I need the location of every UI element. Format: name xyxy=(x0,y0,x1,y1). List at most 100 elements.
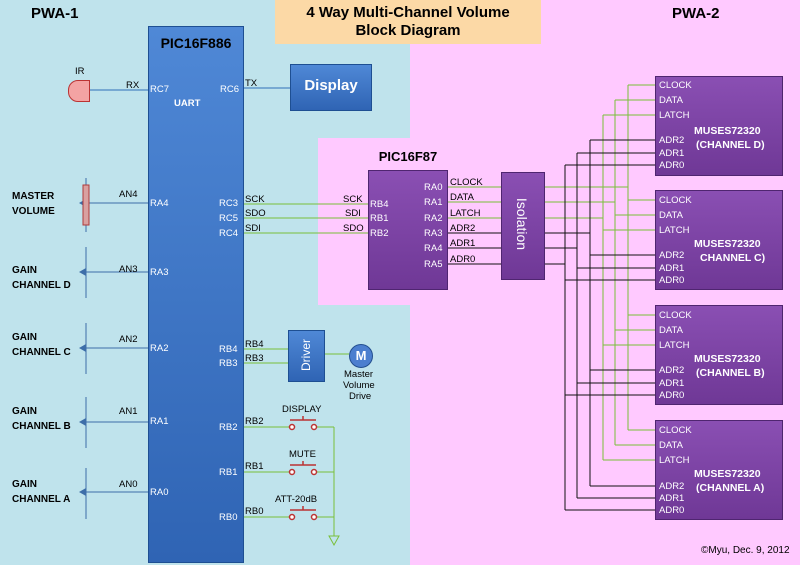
tx-label: TX xyxy=(245,78,258,89)
pwa1-label: PWA-1 xyxy=(31,5,79,22)
pic16f87-title: PIC16F87 xyxy=(378,149,438,164)
rb4-out-label: RB4 xyxy=(245,339,264,350)
sck-out-label: SCK xyxy=(245,194,265,205)
ra5-pin2: RA5 xyxy=(424,259,443,270)
muses-block-b xyxy=(655,305,783,405)
ir-label: IR xyxy=(75,66,85,77)
gain-c-label-line2: CHANNEL C xyxy=(12,347,71,358)
muses-a-adr2-pin: ADR2 xyxy=(659,481,685,492)
muses-b-adr2-pin: ADR2 xyxy=(659,365,685,376)
motor-label-line3: Drive xyxy=(349,391,372,402)
ra4-pin: RA4 xyxy=(150,198,169,209)
muses-a-data-pin: DATA xyxy=(659,440,683,451)
muses-c-data-pin: DATA xyxy=(659,210,683,221)
clock-signal-label: CLOCK xyxy=(450,177,483,188)
muses-c-clock-pin: CLOCK xyxy=(659,195,692,206)
driver-label: Driver xyxy=(299,339,313,371)
muses-b-name: MUSES72320 xyxy=(694,353,761,365)
master-volume-label-line1: MASTER xyxy=(12,191,55,202)
gain-b-label-line1: GAIN xyxy=(12,406,37,417)
gain-b-label-line2: CHANNEL B xyxy=(12,421,71,432)
muses-d-adr2-pin: ADR2 xyxy=(659,135,685,146)
muses-b-clock-pin: CLOCK xyxy=(659,310,692,321)
pic16f87-block xyxy=(368,170,448,290)
sdo-out2-label: SDO xyxy=(343,223,364,234)
rb1-pin2: RB1 xyxy=(370,213,389,224)
display-switch-label: DISPLAY xyxy=(282,404,322,415)
rb2-out-label: RB2 xyxy=(245,416,264,427)
pwa2-label: PWA-2 xyxy=(672,5,720,22)
muses-a-clock-pin: CLOCK xyxy=(659,425,692,436)
muses-d-data-pin: DATA xyxy=(659,95,683,106)
an1-label: AN1 xyxy=(119,406,138,417)
sdi-in-label: SDI xyxy=(245,223,261,234)
muses-block-d xyxy=(655,76,783,176)
ra3-pin2: RA3 xyxy=(424,228,443,239)
muses-b-latch-pin: LATCH xyxy=(659,340,690,351)
pic16f886-block xyxy=(148,26,244,563)
ra0-pin2: RA0 xyxy=(424,182,443,193)
muses-a-adr1-pin: ADR1 xyxy=(659,493,685,504)
sdo-out-label: SDO xyxy=(245,208,266,219)
ra1-pin2: RA1 xyxy=(424,197,443,208)
adr0-signal-label: ADR0 xyxy=(450,254,476,265)
rb3-pin: RB3 xyxy=(219,358,238,369)
muses-a-channel: (CHANNEL A) xyxy=(696,482,765,494)
motor-label-line1: Master xyxy=(344,369,374,380)
muses-c-name: MUSES72320 xyxy=(694,238,761,250)
muses-block-c xyxy=(655,190,783,290)
adr2-signal-label: ADR2 xyxy=(450,223,476,234)
rb2-pin2: RB2 xyxy=(370,228,389,239)
rc5-pin: RC5 xyxy=(219,213,239,224)
muses-d-name: MUSES72320 xyxy=(694,125,761,137)
rb2-pin: RB2 xyxy=(219,422,238,433)
driver-block xyxy=(288,330,325,382)
rb4-pin: RB4 xyxy=(219,344,238,355)
latch-signal-label: LATCH xyxy=(450,208,481,219)
rc4-pin: RC4 xyxy=(219,228,239,239)
muses-a-latch-pin: LATCH xyxy=(659,455,690,466)
ra3-pin: RA3 xyxy=(150,267,169,278)
muses-d-latch-pin: LATCH xyxy=(659,110,690,121)
rb1-pin: RB1 xyxy=(219,467,238,478)
diagram-title-line2: Block Diagram xyxy=(355,22,461,39)
muses-d-adr0-pin: ADR0 xyxy=(659,160,685,171)
muses-d-channel: (CHANNEL D) xyxy=(696,139,765,151)
att-switch-label: ATT-20dB xyxy=(275,494,318,505)
an0-label: AN0 xyxy=(119,479,138,490)
gain-d-label-line2: CHANNEL D xyxy=(12,280,71,291)
ra0-pin: RA0 xyxy=(150,487,169,498)
isolation-block xyxy=(501,172,545,280)
muses-b-channel: (CHANNEL B) xyxy=(696,367,765,379)
rc7-pin: RC7 xyxy=(150,84,170,95)
display-label: Display xyxy=(304,77,358,94)
rb0-pin: RB0 xyxy=(219,512,238,523)
mute-switch-label: MUTE xyxy=(289,449,316,460)
ra2-pin: RA2 xyxy=(150,343,169,354)
rb1-out-label: RB1 xyxy=(245,461,264,472)
muses-d-clock-pin: CLOCK xyxy=(659,80,692,91)
ra1-pin: RA1 xyxy=(150,416,169,427)
pic16f886-title: PIC16F886 xyxy=(160,35,232,51)
muses-a-name: MUSES72320 xyxy=(694,468,761,480)
an4-label: AN4 xyxy=(119,189,138,200)
uart-label: UART xyxy=(174,98,201,109)
adr1-signal-label: ADR1 xyxy=(450,238,476,249)
rx-label: RX xyxy=(126,80,140,91)
muses-b-adr0-pin: ADR0 xyxy=(659,390,685,401)
rb0-out-label: RB0 xyxy=(245,506,264,517)
rc6-pin: RC6 xyxy=(220,84,240,95)
an3-label: AN3 xyxy=(119,264,138,275)
muses-c-channel: CHANNEL C) xyxy=(700,252,766,264)
muses-d-adr1-pin: ADR1 xyxy=(659,148,685,159)
rb4-pin2: RB4 xyxy=(370,199,389,210)
muses-b-adr1-pin: ADR1 xyxy=(659,378,685,389)
muses-block-a xyxy=(655,420,783,520)
display-block xyxy=(290,64,372,111)
gain-d-label-line1: GAIN xyxy=(12,265,37,276)
sdi-in2-label: SDI xyxy=(345,208,361,219)
ir-receiver-icon xyxy=(68,80,90,102)
gain-c-label-line1: GAIN xyxy=(12,332,37,343)
gain-a-label-line1: GAIN xyxy=(12,479,37,490)
